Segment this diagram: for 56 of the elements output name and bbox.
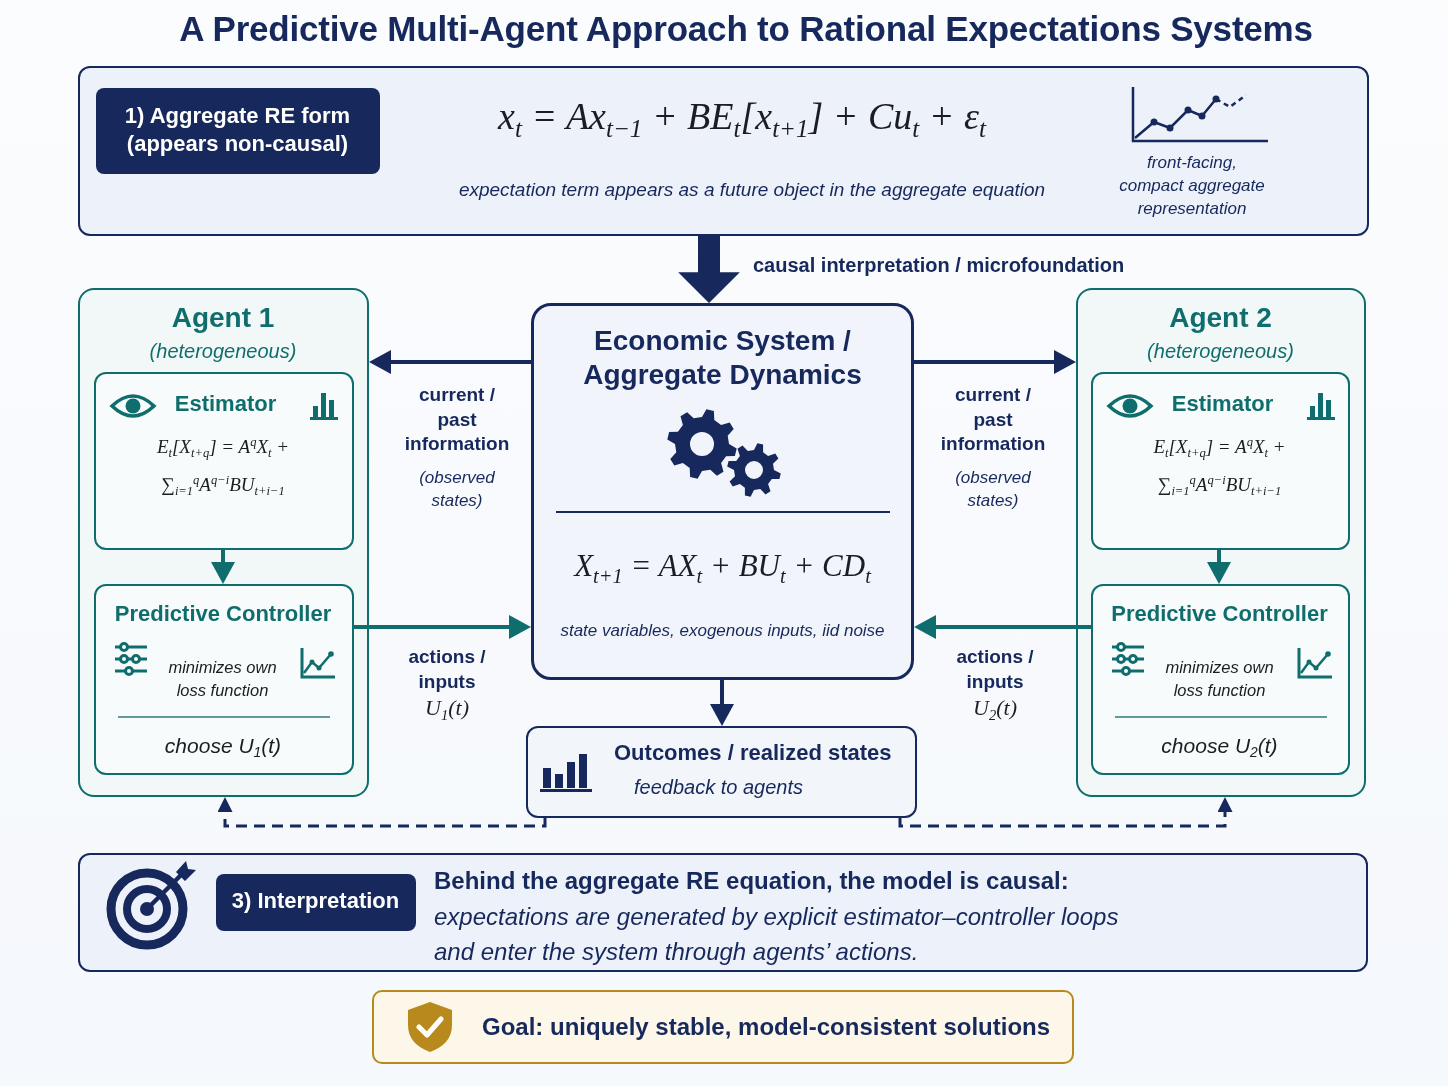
arrow (914, 351, 1076, 373)
arrow (354, 616, 531, 638)
badge-text: 3) Interpretation (230, 886, 401, 915)
agent-subtitle: (heterogeneous) (1146, 339, 1295, 364)
note-text: state variables, exogenous inputs, iid noise (559, 620, 886, 642)
estimator-box (1090, 371, 1350, 550)
edge-label: causal interpretation / microfoundation (753, 253, 1126, 278)
edge-label: actions / inputs U$_{1}$(t) (407, 645, 487, 723)
arrow (369, 351, 531, 373)
agent-panel (1076, 288, 1366, 797)
box-heading: Estimator (173, 389, 278, 418)
equation: choose U$_{1}$(t) (163, 732, 283, 759)
block-arrow (678, 236, 740, 303)
caption-text: front-facing, compact aggregate representation (1118, 152, 1266, 220)
note-text: minimizes own loss function (1164, 656, 1275, 701)
box-heading: Predictive Controller (1110, 599, 1329, 628)
box-heading: Outcomes / realized states (614, 739, 893, 767)
box-heading: Predictive Controller (113, 599, 333, 628)
section-panel (78, 66, 1369, 236)
box-heading: Economic System / Aggregate Dynamics (582, 324, 863, 393)
equation: X$_{t+1}$ = AX$_{t}$ + BU$_{t}$ + CD$_{t}$ (572, 547, 873, 587)
equation: E$_{t}$[X$_{t+q}$] = A$^{q}$X$_{t}$ + ∑$_{i=1}$$^{q}$A$^{q−i}$BU$_{t+i−1}$ (155, 433, 291, 500)
agent-panel (78, 288, 369, 797)
section-badge (95, 87, 380, 174)
lead-text: Behind the aggregate RE equation, the model is causal: (434, 866, 1070, 896)
agent-subtitle: (heterogeneous) (148, 339, 298, 364)
box-heading: Estimator (1170, 389, 1275, 418)
section-panel (78, 853, 1368, 972)
arrow (914, 616, 1091, 638)
arrow (711, 680, 733, 726)
arrow (212, 550, 234, 584)
controller-box (1090, 583, 1350, 775)
goal-box (372, 990, 1074, 1064)
agent-title: Agent 2 (1168, 301, 1273, 335)
dashed-arrow (898, 797, 1233, 828)
outcome-box (526, 726, 917, 818)
diagram-title: A Predictive Multi-Agent Approach to Rational Expectations Systems (178, 8, 1314, 50)
note-text: minimizes own loss function (167, 656, 278, 701)
equation: x$_{t}$ = Ax$_{t−1}$ + BE$_{t}$[x$_{t+1}$] + Cu$_{t}$ + ε$_{t}$ (496, 94, 988, 142)
badge-text: 1) Aggregate RE form (appears non-causal) (123, 101, 352, 159)
note-text: feedback to agents (634, 775, 804, 800)
equation: choose U$_{2}$(t) (1160, 732, 1279, 759)
section-badge (215, 873, 416, 931)
dashed-arrow (217, 797, 547, 828)
edge-label: current / past information (observed states) (939, 383, 1047, 512)
controller-box (93, 583, 354, 775)
agent-title: Agent 1 (170, 301, 276, 335)
note-text: expectation term appears as a future object in the aggregate equation (457, 178, 1047, 202)
system-box (531, 303, 914, 680)
estimator-box (93, 371, 354, 550)
edge-label: actions / inputs U$_{2}$(t) (955, 645, 1035, 723)
edge-label: current / past information (observed states) (403, 383, 511, 512)
goal-text: Goal: uniquely stable, model-consistent solutions (482, 1012, 1052, 1042)
body-text: expectations are generated by explicit estimator–controller loops and enter the system through agents’ actions. (434, 902, 1120, 967)
equation: E$_{t}$[X$_{t+q}$] = A$^{q}$X$_{t}$ + ∑$_{i=1}$$^{q}$A$^{q−i}$BU$_{t+i−1}$ (1152, 433, 1287, 500)
arrow (1208, 550, 1230, 584)
